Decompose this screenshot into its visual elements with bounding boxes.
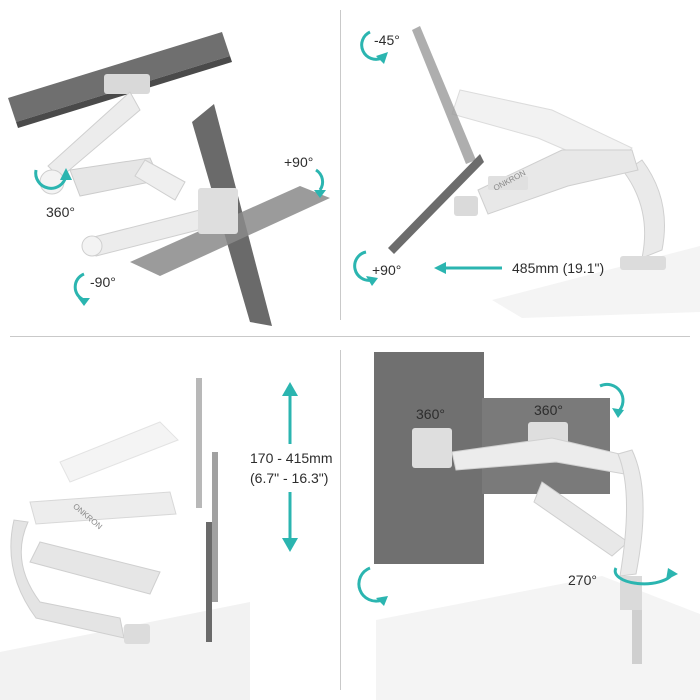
label-plus90-tilt: +90° — [372, 262, 402, 278]
panel-dual: 360° 360° 270° — [342, 342, 700, 700]
label-270: 270° — [568, 572, 597, 588]
clamp-screw — [632, 610, 642, 664]
arrow-minus45-icon — [360, 30, 383, 61]
vertical-divider-bottom — [340, 350, 341, 690]
arm-low — [29, 541, 161, 595]
dual-illustration — [357, 352, 700, 700]
horizontal-divider — [10, 336, 690, 337]
arm-mid — [29, 491, 177, 525]
label-minus45: -45° — [374, 32, 400, 48]
height-arrow-down-icon — [282, 538, 298, 552]
monitor-tilted-up — [412, 26, 476, 164]
monitor-edge-mid — [212, 452, 218, 602]
vesa-plate-left — [412, 428, 452, 468]
arrow-plus90-icon — [315, 168, 325, 191]
arrow-minus90-icon — [73, 272, 85, 302]
label-360-left: 360° — [416, 406, 445, 422]
clamp-base — [620, 256, 666, 270]
label-360-right: 360° — [534, 402, 563, 418]
vesa-plate-top — [104, 74, 150, 94]
label-extension: 485mm (19.1") — [512, 260, 605, 276]
label-height-mm: 170 - 415mm — [250, 450, 333, 466]
desk-top-left — [0, 602, 250, 700]
label-minus90: -90° — [90, 274, 116, 290]
mount-arc — [10, 519, 125, 639]
arrow-360-right-icon — [599, 382, 625, 414]
label-plus90: +90° — [284, 154, 314, 170]
mount-pole — [623, 159, 665, 259]
monitor-edge-low — [206, 522, 212, 642]
label-height-in: (6.7" - 16.3") — [250, 470, 329, 486]
monitor-tilted-down — [388, 154, 484, 254]
arrow-360-left-icon — [357, 566, 383, 603]
arm-right-dual — [533, 481, 629, 557]
arrow-plus90-tilt-icon — [353, 250, 373, 282]
height-arrow-up-icon — [282, 382, 298, 396]
arm-lower — [477, 149, 639, 215]
arm-high — [59, 421, 179, 483]
height-illustration — [0, 378, 298, 700]
arrow-360-icon — [34, 169, 68, 190]
vesa-plate-right — [198, 188, 238, 234]
panel-rotation: 360° +90° -90° — [0, 0, 340, 330]
desk-right — [376, 576, 700, 700]
tilt-illustration — [353, 26, 700, 318]
vertical-divider-top — [340, 10, 341, 320]
panel-height: 170 - 415mm (6.7" - 16.3") ONKRON — [0, 342, 340, 700]
panel-tilt: -45° +90° 485mm (19.1") ONKRON — [342, 0, 700, 330]
monitor-edge-high — [196, 378, 202, 508]
label-360: 360° — [46, 204, 75, 220]
desk-top — [492, 246, 700, 318]
rotation-illustration — [8, 32, 330, 326]
